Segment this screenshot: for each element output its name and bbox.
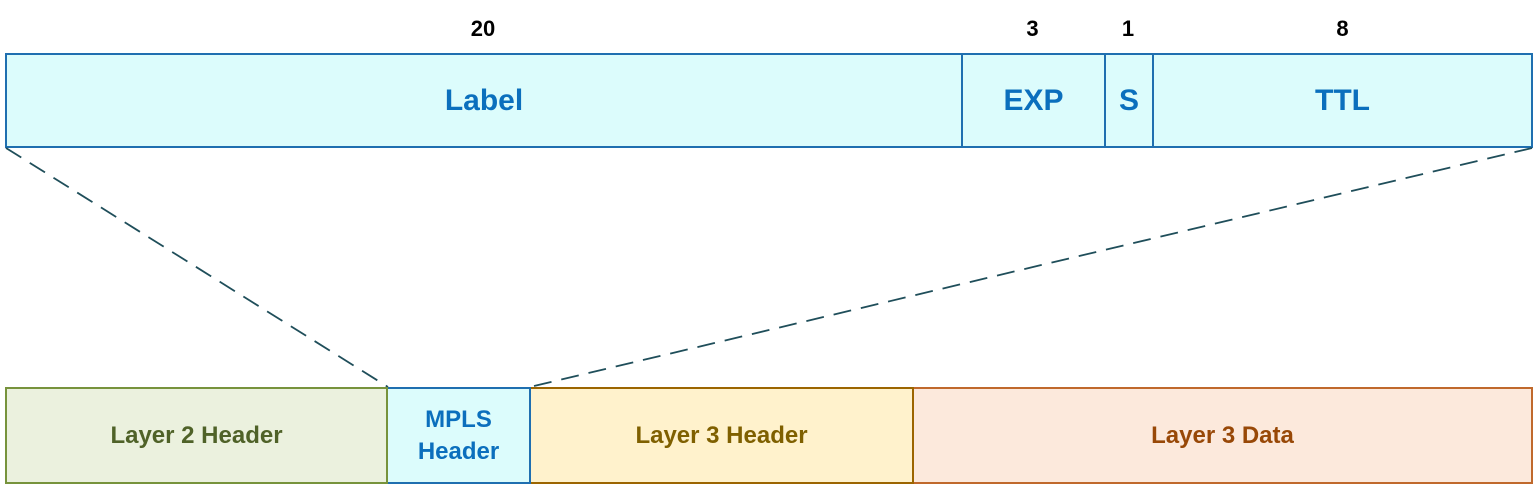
label-field: Label [7, 55, 963, 146]
exp-bits: 3 [1026, 16, 1039, 41]
s-field: S [1106, 55, 1154, 146]
s-bits: 1 [1121, 16, 1135, 41]
packet-layout: Layer 2 Header MPLS Header Layer 3 Heade… [5, 387, 1533, 484]
mpls-header-expanded: Label EXP S TTL [5, 53, 1533, 148]
label-bits: 20 [470, 16, 496, 41]
left-connector-line [5, 147, 389, 388]
ttl-field: TTL [1315, 83, 1370, 117]
layer3-data-segment: Layer 3 Data [914, 387, 1533, 484]
layer3-data-label: Layer 3 Data [1151, 421, 1294, 449]
exp-field: EXP [963, 55, 1106, 146]
right-connector-line [529, 147, 1533, 388]
mpls-header-segment: MPLS Header [388, 387, 531, 484]
ttl-bits: 8 [1336, 16, 1349, 41]
layer3-header-label: Layer 3 Header [635, 421, 808, 449]
layer2-header-label: Layer 2 Header [110, 421, 283, 449]
layer3-header-segment: Layer 3 Header [531, 387, 914, 484]
layer2-header-segment: Layer 2 Header [5, 387, 388, 484]
mpls-header-label: MPLS Header [417, 405, 500, 465]
